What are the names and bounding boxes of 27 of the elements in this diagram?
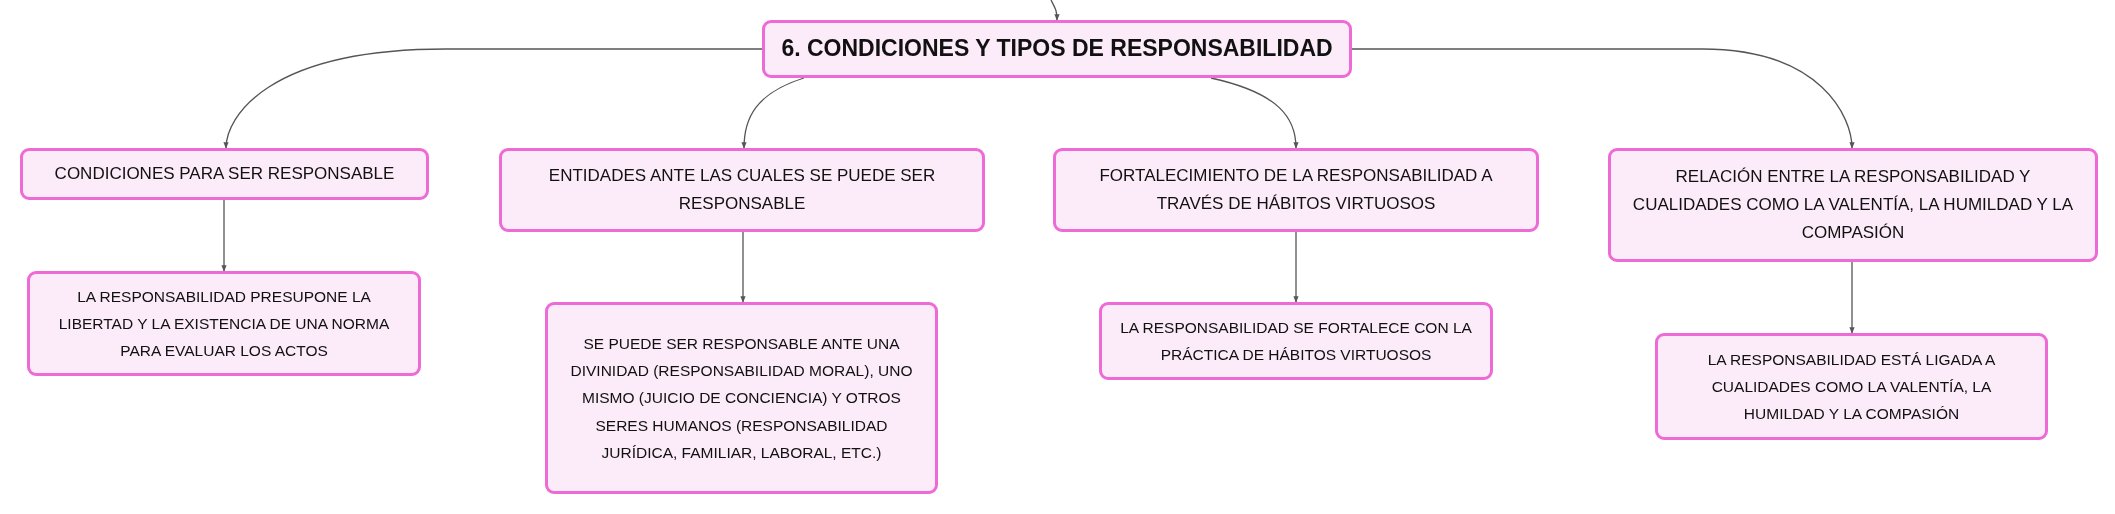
topic-box	[20, 148, 429, 200]
topic-box	[499, 148, 985, 232]
connector-arrow	[741, 77, 805, 149]
topic-text: ENTIDADES ANTE LAS CUALES SE PUEDE SER RESPONSABLE	[547, 164, 937, 215]
connector-arrow	[740, 231, 746, 303]
connector-arrow	[1351, 48, 1855, 149]
connector-arrow	[1849, 261, 1855, 334]
topic-box	[1099, 302, 1493, 380]
topic-text: CONDICIONES PARA SER RESPONSABLE	[54, 162, 395, 185]
topic-box	[545, 302, 938, 494]
topic-box	[1608, 148, 2098, 262]
topic-text: RELACIÓN ENTRE LA RESPONSABILIDAD Y CUALIDADES COMO LA VALENTÍA, LA HUMILDAD Y LA COMPASIÓN	[1631, 165, 2075, 244]
topic-text: SE PUEDE SER RESPONSABLE ANTE UNA DIVINIDAD (RESPONSABILIDAD MORAL), UNO MISMO (JUICIO DE CONCIENCIA) Y OTROS SERES HUMANOS (RESPONSABILIDAD JURÍDICA, FAMILIAR, LABORAL, ETC.)	[569, 334, 914, 463]
central-topic-box	[762, 20, 1352, 78]
topic-box	[1053, 148, 1539, 232]
topic-text: 6. CONDICIONES Y TIPOS DE RESPONSABILIDAD	[781, 35, 1333, 63]
connector-arrow	[221, 199, 227, 272]
topic-text: LA RESPONSABILIDAD ESTÁ LIGADA A CUALIDADES COMO LA VALENTÍA, LA HUMILDAD Y LA COMPASIÓN	[1706, 349, 1997, 425]
connector-arrow	[1050, 0, 1060, 21]
topic-box	[27, 271, 421, 376]
connector-arrow	[1210, 77, 1299, 149]
topic-box	[1655, 333, 2048, 440]
topic-text: LA RESPONSABILIDAD PRESUPONE LA LIBERTAD Y LA EXISTENCIA DE UNA NORMA PARA EVALUAR LOS ACTOS	[57, 286, 391, 362]
connector-arrow	[1293, 231, 1299, 303]
topic-text: LA RESPONSABILIDAD SE FORTALECE CON LA PRÁCTICA DE HÁBITOS VIRTUOSOS	[1119, 317, 1473, 365]
connector-arrow	[224, 48, 763, 149]
topic-text: FORTALECIMIENTO DE LA RESPONSABILIDAD A TRAVÉS DE HÁBITOS VIRTUOSOS	[1098, 164, 1494, 215]
